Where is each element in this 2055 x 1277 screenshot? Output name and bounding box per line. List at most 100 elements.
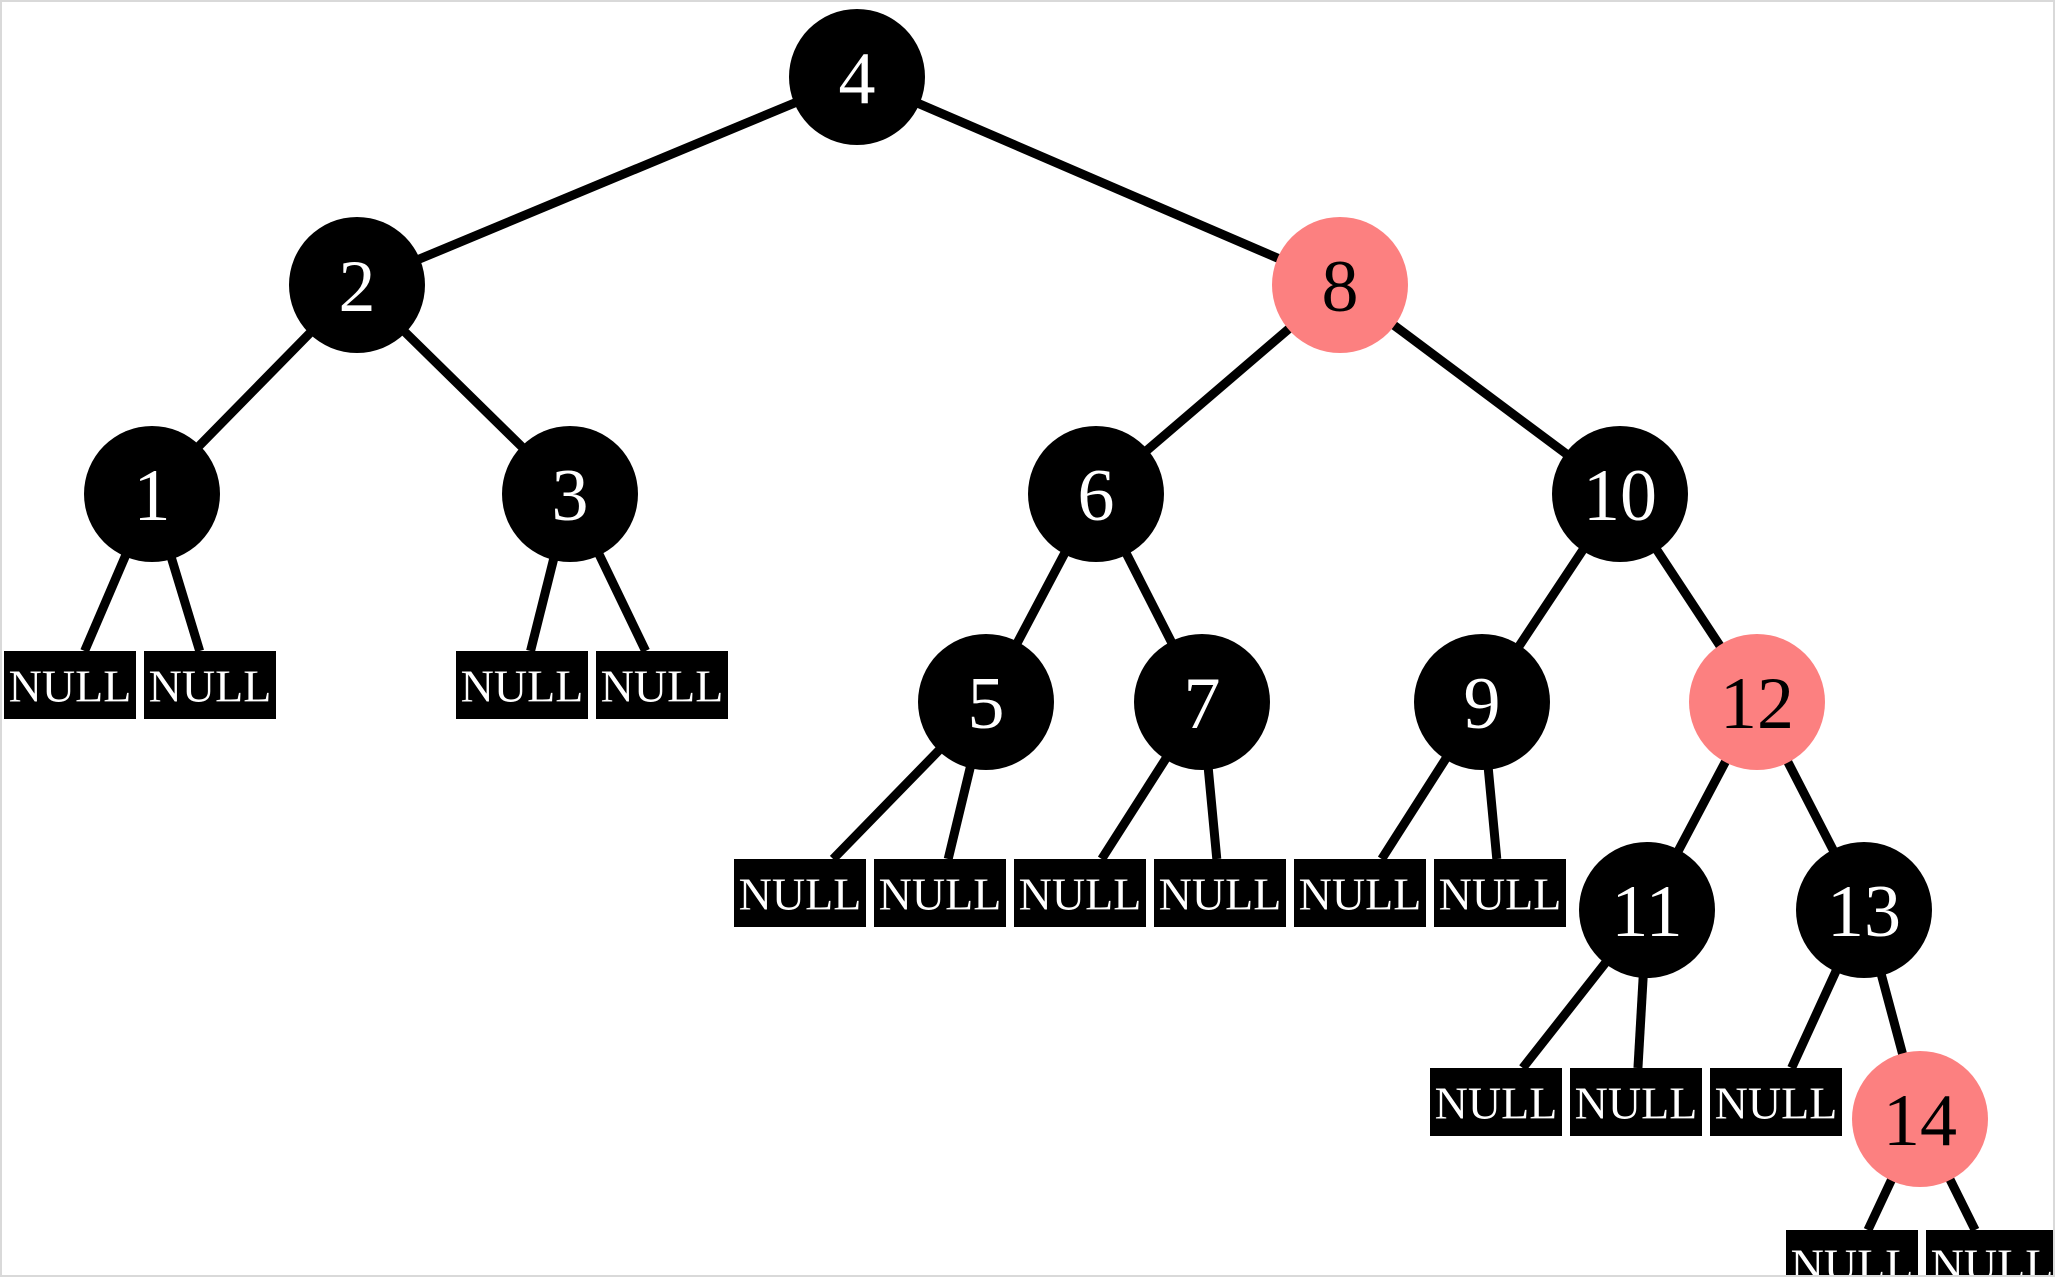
null-leaf: NULL [1570,1068,1702,1136]
null-leaf-box [1434,859,1566,927]
tree-edge [1519,959,1610,1071]
tree-edge [1143,324,1293,455]
tree-edge [1633,975,1648,1069]
tree-edge [1673,758,1731,854]
null-leaf-box [1710,1068,1842,1136]
tree-node-1[interactable]: 1 [84,426,220,562]
tree-node-label: 13 [1827,871,1901,953]
red-node-circle[interactable] [1272,217,1408,353]
tree-edge [1876,972,1908,1057]
null-leaf-label: NULL [1299,869,1422,920]
tree-node-7[interactable]: 7 [1134,634,1270,770]
null-leaf-label: NULL [1715,1078,1838,1129]
tree-edge [1945,1176,1980,1233]
tree-edge [594,551,650,653]
null-leaf: NULL [4,651,136,719]
tree-node-9[interactable]: 9 [1414,634,1550,770]
null-leaf: NULL [456,651,588,719]
null-leaf-box [734,859,866,927]
null-leaf: NULL [874,859,1006,927]
red-node-circle[interactable] [1852,1051,1988,1187]
tree-node-5[interactable]: 5 [918,634,1054,770]
black-node-circle[interactable] [1552,426,1688,562]
null-leaf-label: NULL [1575,1078,1698,1129]
tree-edge [80,552,131,653]
null-leaf-box [456,651,588,719]
tree-node-label: 6 [1078,455,1115,537]
null-leaf-box [4,651,136,719]
tree-node-10[interactable]: 10 [1552,426,1688,562]
tree-edge [1121,550,1177,646]
tree-node-label: 12 [1720,663,1794,745]
tree-edge [195,328,314,451]
black-node-circle[interactable] [1134,634,1270,770]
tree-node-2[interactable]: 2 [289,217,425,353]
null-leaf-label: NULL [1159,869,1282,920]
tree-edge [166,555,204,653]
null-leaf: NULL [1154,859,1286,927]
tree-edge [1377,755,1451,862]
null-leaf: NULL [734,859,866,927]
null-leaf: NULL [1434,859,1566,927]
null-leaf-label: NULL [149,661,272,712]
tree-edge [943,765,975,861]
null-leaf-box [144,651,276,719]
black-node-circle[interactable] [502,426,638,562]
null-leaf: NULL [1294,859,1426,927]
black-node-circle[interactable] [289,217,425,353]
tree-edge [1783,758,1838,854]
tree-node-12[interactable]: 12 [1689,634,1825,770]
null-leaf: NULL [1926,1230,2053,1275]
null-leaf-box [1926,1230,2053,1275]
null-leaf-label: NULL [739,869,862,920]
tree-node-label: 11 [1611,871,1682,953]
tree-node-label: 7 [1184,663,1221,745]
null-leaf-box [1570,1068,1702,1136]
black-node-circle[interactable] [789,9,925,145]
black-node-circle[interactable] [1796,842,1932,978]
null-leaf: NULL [596,651,728,719]
tree-edge [1097,755,1171,862]
null-leaf-box [1786,1230,1918,1275]
tree-node-label: 14 [1883,1080,1957,1162]
tree-node-14[interactable]: 14 [1852,1051,1988,1187]
null-leaf: NULL [144,651,276,719]
null-leaf-label: NULL [1019,869,1142,920]
null-leaf-label: NULL [9,661,132,712]
tree-node-label: 3 [552,455,589,537]
tree-node-8[interactable]: 8 [1272,217,1408,353]
tree-edge [1203,767,1222,860]
tree-node-11[interactable]: 11 [1579,842,1715,978]
null-leaf-box [1430,1068,1562,1136]
null-leaf-label: NULL [461,661,584,712]
tree-node-label: 5 [968,663,1005,745]
tree-edge [526,556,559,653]
tree-edge [1012,550,1070,646]
tree-edge [1652,546,1725,650]
tree-node-4[interactable]: 4 [789,9,925,145]
tree-node-label: 2 [339,246,376,328]
black-node-circle[interactable] [84,426,220,562]
black-node-circle[interactable] [1579,842,1715,978]
tree-edge [829,746,944,863]
tree-node-label: 9 [1464,663,1501,745]
black-node-circle[interactable] [918,634,1054,770]
tree-node-label: 4 [839,38,876,120]
black-node-circle[interactable] [1414,634,1550,770]
tree-edge [1787,968,1841,1070]
red-node-circle[interactable] [1689,634,1825,770]
null-leaf-label: NULL [1435,1078,1558,1129]
tree-node-3[interactable]: 3 [502,426,638,562]
null-leaf-box [1154,859,1286,927]
null-leaf-label: NULL [879,869,1002,920]
tree-node-6[interactable]: 6 [1028,426,1164,562]
tree-node-13[interactable]: 13 [1796,842,1932,978]
black-node-circle[interactable] [1028,426,1164,562]
null-leaf: NULL [1786,1230,1918,1275]
null-leaf-label: NULL [601,661,724,712]
tree-edge [400,328,527,451]
